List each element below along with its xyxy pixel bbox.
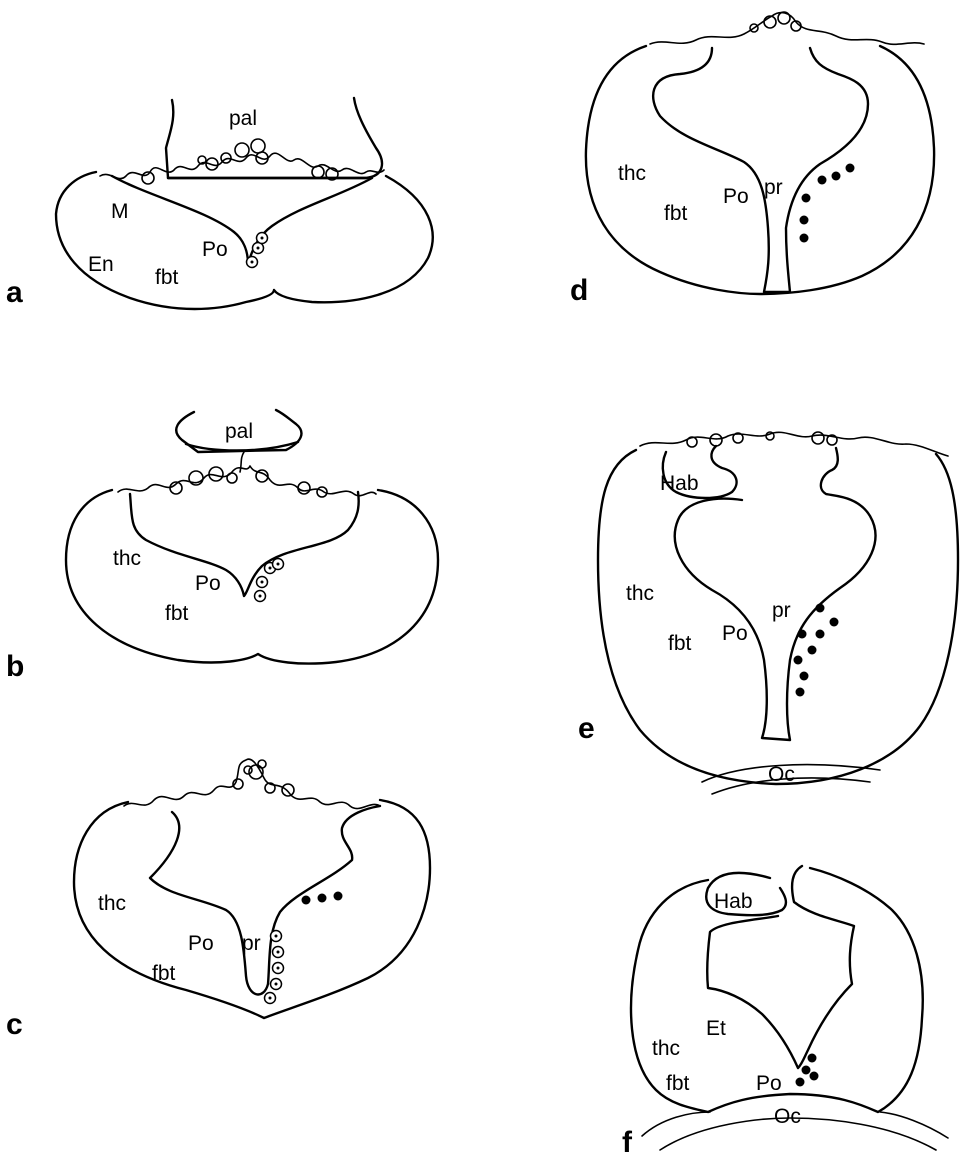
label-Po: Po bbox=[756, 1072, 782, 1095]
panel-letter-a: a bbox=[6, 276, 23, 309]
label-Oc: Oc bbox=[774, 1105, 801, 1128]
choroid-plexus bbox=[118, 466, 376, 496]
panel-a: pal M En Po fbt a bbox=[6, 98, 433, 309]
ventricle-line bbox=[653, 48, 868, 292]
optic-chiasm-upper-right bbox=[880, 1112, 948, 1138]
open-cell-markers bbox=[255, 559, 284, 602]
label-Po: Po bbox=[722, 622, 748, 645]
label-Po: Po bbox=[195, 572, 221, 595]
label-fbt: fbt bbox=[666, 1072, 690, 1095]
label-Hab: Hab bbox=[714, 890, 753, 913]
open-cell-markers bbox=[247, 233, 268, 268]
label-Po: Po bbox=[723, 185, 749, 208]
label-fbt: fbt bbox=[152, 962, 176, 985]
choroid-plexus bbox=[640, 432, 948, 456]
label-thc: thc bbox=[98, 892, 126, 915]
label-pr: pr bbox=[242, 932, 261, 955]
plexus-loops bbox=[750, 12, 801, 32]
label-pr: pr bbox=[772, 599, 791, 622]
label-pr: pr bbox=[764, 176, 783, 199]
label-thc: thc bbox=[626, 582, 654, 605]
solid-cell-markers bbox=[302, 892, 343, 905]
ventricle-line bbox=[130, 492, 359, 596]
section-outline bbox=[66, 490, 438, 664]
label-thc: thc bbox=[652, 1037, 680, 1060]
panel-e: Hab thc pr Po fbt Oc e bbox=[578, 432, 958, 794]
label-pal: pal bbox=[225, 420, 253, 443]
panel-letter-e: e bbox=[578, 712, 595, 745]
ventricle-line bbox=[112, 176, 372, 264]
solid-cell-markers bbox=[794, 604, 839, 697]
label-M: M bbox=[111, 200, 129, 223]
plexus-loops bbox=[687, 432, 837, 447]
panel-d: thc Po pr fbt d bbox=[570, 12, 934, 307]
ventricle-line bbox=[150, 806, 380, 994]
label-Et: Et bbox=[706, 1017, 726, 1040]
ventricle-line bbox=[675, 448, 876, 740]
label-Oc: Oc bbox=[768, 763, 795, 786]
choroid-plexus bbox=[650, 13, 924, 45]
section-outline bbox=[56, 172, 433, 309]
label-fbt: fbt bbox=[155, 266, 179, 289]
label-thc: thc bbox=[618, 162, 646, 185]
panel-letter-f: f bbox=[622, 1126, 633, 1159]
label-En: En bbox=[88, 253, 114, 276]
solid-cell-markers bbox=[796, 1054, 819, 1087]
section-outline bbox=[74, 800, 430, 1018]
panel-c: thc Po pr fbt c bbox=[6, 759, 430, 1041]
label-fbt: fbt bbox=[664, 202, 688, 225]
panel-f: Hab thc Et fbt Po Oc f bbox=[622, 866, 948, 1159]
label-thc: thc bbox=[113, 547, 141, 570]
label-fbt: fbt bbox=[165, 602, 189, 625]
open-cell-markers bbox=[265, 931, 284, 1004]
label-pal: pal bbox=[229, 107, 257, 130]
label-Hab: Hab bbox=[660, 472, 699, 495]
panel-letter-d: d bbox=[570, 274, 588, 307]
label-fbt: fbt bbox=[668, 632, 692, 655]
panel-b: pal thc Po fbt b bbox=[6, 410, 438, 683]
panel-letter-b: b bbox=[6, 650, 24, 683]
label-Po: Po bbox=[188, 932, 214, 955]
panel-letter-c: c bbox=[6, 1008, 23, 1041]
label-Po: Po bbox=[202, 238, 228, 261]
